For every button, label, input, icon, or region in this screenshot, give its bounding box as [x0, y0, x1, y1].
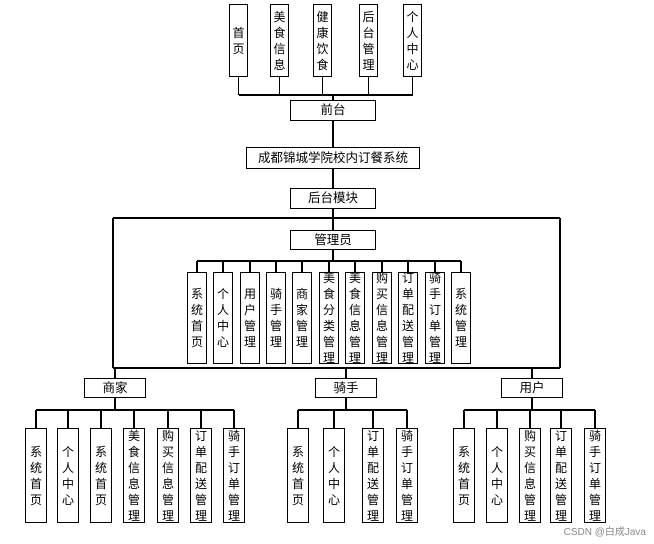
merchant-item-6: 骑手订单管理	[223, 428, 245, 523]
system-node: 成都锦城学院校内订餐系统	[246, 147, 420, 169]
watermark: CSDN @白成Java	[563, 527, 646, 538]
top-item-connector-1	[278, 77, 281, 95]
merchant-item-1: 个人中心	[57, 428, 79, 523]
admin-child-connector-6	[354, 261, 356, 272]
backend-to-frame	[332, 209, 334, 218]
rider-item-3: 骑手订单管理	[396, 428, 418, 523]
top-item-3: 后台管理	[359, 4, 378, 77]
admin-child-connector-0	[196, 261, 198, 272]
user-child-connector-2	[529, 410, 531, 428]
merchant-child-connector-6	[233, 410, 235, 428]
frame-top	[113, 217, 560, 219]
frame-bottom	[113, 367, 560, 369]
rider-bus	[298, 409, 407, 411]
admin-item-2: 用户管理	[240, 272, 260, 364]
frame-to-user	[531, 368, 533, 378]
admin-child-connector-5	[328, 261, 330, 272]
user-child-connector-4	[594, 410, 596, 428]
admin-item-4: 商家管理	[292, 272, 312, 364]
user-item-4: 骑手订单管理	[584, 428, 606, 523]
top-bus	[238, 94, 413, 96]
merchant-node: 商家	[84, 378, 146, 398]
admin-item-8: 订单配送管理	[398, 271, 418, 365]
merchant-item-3: 美食信息管理	[123, 428, 145, 523]
admin-child-connector-8	[407, 261, 409, 272]
admin-child-connector-1	[222, 261, 224, 272]
merchant-item-0: 系统首页	[25, 428, 47, 523]
rider-child-connector-0	[297, 410, 299, 428]
admin-item-1: 个人中心	[213, 272, 233, 364]
merchant-item-5: 订单配送管理	[190, 428, 212, 523]
admin-item-10: 系统管理	[451, 272, 471, 364]
rider-child-connector-2	[372, 410, 374, 428]
admin-child-connector-9	[434, 261, 436, 272]
merchant-item-2: 系统首页	[90, 428, 112, 523]
rider-child-connector-3	[406, 410, 408, 428]
merchant-child-connector-5	[200, 410, 202, 428]
user-item-1: 个人中心	[486, 428, 508, 523]
frame-to-rider	[345, 368, 347, 378]
top-item-2: 健康饮食	[313, 4, 332, 77]
backend-node: 后台模块	[290, 188, 376, 209]
frame-to-admin	[332, 218, 334, 230]
admin-item-6: 美食信息管理	[345, 271, 365, 365]
top-item-connector-4	[411, 77, 414, 95]
merchant-child-connector-1	[67, 410, 69, 428]
admin-item-3: 骑手管理	[266, 272, 286, 364]
admin-child-connector-3	[275, 261, 277, 272]
admin-item-0: 系统首页	[187, 272, 207, 364]
top-item-4: 个人中心	[403, 4, 422, 77]
top-item-connector-0	[237, 77, 240, 95]
top-item-0: 首页	[229, 4, 248, 77]
merchant-child-connector-2	[100, 410, 102, 428]
rider-child-connector-1	[333, 410, 335, 428]
user-item-3: 订单配送管理	[550, 428, 572, 523]
rider-item-0: 系统首页	[287, 428, 309, 523]
merchant-child-connector-3	[133, 410, 135, 428]
admin-node: 管理员	[290, 230, 376, 250]
rider-node: 骑手	[315, 378, 377, 398]
front-node: 前台	[290, 100, 376, 121]
user-item-2: 购买信息管理	[519, 428, 541, 523]
admin-item-9: 骑手订单管理	[425, 271, 445, 365]
user-node: 用户	[501, 378, 563, 398]
top-item-1: 美食信息	[270, 4, 289, 77]
top-item-connector-3	[367, 77, 370, 95]
front-to-system	[332, 121, 334, 147]
merchant-item-4: 购买信息管理	[157, 428, 179, 523]
rider-item-1: 个人中心	[323, 428, 345, 523]
frame-left	[112, 218, 114, 368]
merchant-child-connector-0	[35, 410, 37, 428]
admin-item-7: 购买信息管理	[372, 271, 392, 365]
user-bus	[464, 409, 595, 411]
admin-child-connector-4	[301, 261, 303, 272]
front-connector	[332, 95, 334, 100]
rider-stem	[345, 398, 347, 410]
merchant-bus	[36, 409, 234, 411]
user-child-connector-3	[560, 410, 562, 428]
rider-item-2: 订单配送管理	[362, 428, 384, 523]
user-child-connector-0	[463, 410, 465, 428]
admin-item-5: 美食分类管理	[319, 271, 339, 365]
frame-right	[559, 218, 561, 368]
system-to-backend	[332, 169, 334, 188]
user-item-0: 系统首页	[453, 428, 475, 523]
admin-child-connector-7	[381, 261, 383, 272]
admin-child-connector-10	[460, 261, 462, 272]
user-stem	[531, 398, 533, 410]
merchant-child-connector-4	[167, 410, 169, 428]
admin-bus	[197, 260, 461, 262]
merchant-stem	[114, 398, 116, 410]
frame-to-merchant	[114, 368, 116, 378]
admin-child-connector-2	[249, 261, 251, 272]
top-item-connector-2	[321, 77, 324, 95]
user-child-connector-1	[496, 410, 498, 428]
admin-stem	[332, 250, 334, 261]
